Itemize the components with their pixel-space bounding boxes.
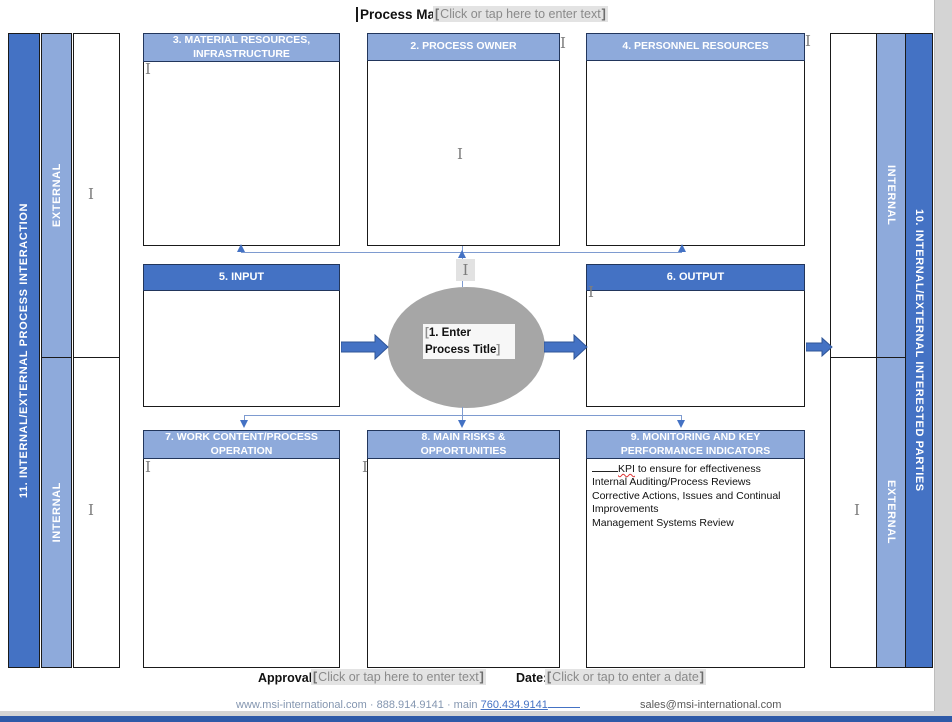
blank-underline bbox=[592, 462, 618, 472]
box-process-owner-header: 2. PROCESS OWNER bbox=[367, 33, 560, 61]
box-input-body[interactable] bbox=[143, 291, 340, 407]
right-panel-internal-label: INTERNAL bbox=[885, 165, 897, 226]
monitoring-line: Corrective Actions, Issues and Continual… bbox=[592, 489, 781, 516]
page-margin-right bbox=[934, 0, 952, 711]
right-panel-internal-entry-cell[interactable] bbox=[830, 33, 877, 358]
ibeam-cursor: I bbox=[457, 145, 463, 163]
ibeam-cursor: I bbox=[854, 501, 860, 519]
arrowhead-to-owner bbox=[458, 250, 466, 258]
ibeam-cursor: I bbox=[560, 34, 566, 52]
left-panel-external-label: EXTERNAL bbox=[50, 163, 63, 228]
arrowhead-to-monitoring bbox=[677, 420, 685, 428]
footer-contact: www.msi-international.com · 888.914.9141… bbox=[236, 699, 580, 711]
arrowhead-to-personnel bbox=[678, 244, 686, 252]
ibeam-cursor: I bbox=[362, 458, 368, 476]
box-risks-body[interactable] bbox=[367, 459, 560, 668]
connector-bottom-horizontal bbox=[245, 415, 682, 416]
flow-arrow-output-to-parties bbox=[806, 337, 833, 357]
connector-stub-work bbox=[244, 415, 245, 421]
footer-email: sales@msi-international.com bbox=[640, 699, 782, 711]
process-title-field[interactable]: 1. Enter Process Title bbox=[423, 324, 515, 360]
box-monitoring-header: 9. MONITORING AND KEY PERFORMANCE INDICA… bbox=[586, 430, 805, 459]
box-output-body[interactable] bbox=[586, 291, 805, 407]
box-risks: 8. MAIN RISKS & OPPORTUNITIES bbox=[367, 430, 560, 668]
kpi-word: KPI bbox=[618, 463, 635, 475]
ibeam-cursor: I bbox=[88, 185, 94, 203]
right-panel-external-label-cell: EXTERNAL bbox=[876, 357, 906, 668]
footer-phone-link[interactable]: 760.434.9141 bbox=[480, 699, 548, 711]
box-work-content-header: 7. WORK CONTENT/PROCESS OPERATION bbox=[143, 430, 340, 459]
left-panel-external-label-cell: EXTERNAL bbox=[41, 33, 72, 358]
underline-extension bbox=[547, 699, 580, 708]
ibeam-cursor: I bbox=[805, 32, 811, 50]
flow-arrow-input-to-process bbox=[341, 334, 389, 360]
process-map-label: Process Map: bbox=[360, 7, 448, 22]
left-panel-title-bar: 11. INTERNAL/EXTERNAL PROCESS INTERACTIO… bbox=[8, 33, 40, 668]
box-work-content-body[interactable] bbox=[143, 459, 340, 668]
box-input-header: 5. INPUT bbox=[143, 264, 340, 291]
box-output: 6. OUTPUT bbox=[586, 264, 805, 407]
box-monitoring-body[interactable]: KPI to ensure for effectiveness Internal… bbox=[586, 459, 805, 668]
box-personnel-resources-body[interactable] bbox=[586, 61, 805, 246]
monitoring-line: Management Systems Review bbox=[592, 516, 734, 529]
ibeam-cursor: I bbox=[588, 283, 594, 301]
box-material-resources-body[interactable] bbox=[143, 62, 340, 246]
right-panel-title-bar: 10. INTERNAL/EXTERNAL INTERESTED PARTIES bbox=[905, 33, 933, 668]
ibeam-cursor: I bbox=[462, 260, 469, 279]
process-map-placeholder-field[interactable]: Click or tap here to enter text bbox=[433, 6, 608, 22]
window-edge-strip bbox=[0, 716, 952, 722]
box-output-header: 6. OUTPUT bbox=[586, 264, 805, 291]
right-panel-title: 10. INTERNAL/EXTERNAL INTERESTED PARTIES bbox=[913, 209, 925, 492]
approval-placeholder-field[interactable]: Click or tap here to enter text bbox=[311, 669, 486, 685]
box-work-content: 7. WORK CONTENT/PROCESS OPERATION bbox=[143, 430, 340, 668]
box-risks-header: 8. MAIN RISKS & OPPORTUNITIES bbox=[367, 430, 560, 459]
document-page: Process Map: Click or tap here to enter … bbox=[0, 0, 934, 711]
approval-label: Approval: bbox=[258, 671, 317, 685]
ibeam-cursor: I bbox=[145, 60, 151, 78]
date-placeholder-field[interactable]: Click or tap to enter a date bbox=[545, 669, 706, 685]
ibeam-cursor: I bbox=[88, 501, 94, 519]
page-margin-bottom bbox=[0, 711, 952, 716]
left-panel-external-entry-cell[interactable] bbox=[73, 33, 120, 358]
right-panel-external-label: EXTERNAL bbox=[885, 480, 897, 545]
text-caret bbox=[356, 7, 358, 22]
monitoring-content: KPI to ensure for effectiveness Internal… bbox=[587, 459, 804, 530]
date-label: Date: bbox=[516, 671, 548, 685]
flow-arrow-process-to-output bbox=[544, 334, 588, 360]
monitoring-line-kpi: KPI to ensure for effectiveness bbox=[592, 462, 799, 476]
connector-process-to-risks bbox=[462, 407, 463, 422]
box-input: 5. INPUT bbox=[143, 264, 340, 407]
box-monitoring: 9. MONITORING AND KEY PERFORMANCE INDICA… bbox=[586, 430, 805, 668]
footer-contact-text: www.msi-international.com · 888.914.9141… bbox=[236, 699, 478, 711]
left-panel-title: 11. INTERNAL/EXTERNAL PROCESS INTERACTIO… bbox=[18, 202, 30, 499]
arrowhead-to-risks bbox=[458, 420, 466, 428]
selection-highlight: I bbox=[456, 259, 475, 281]
monitoring-line: Internal Auditing/Process Reviews bbox=[592, 476, 751, 489]
box-material-resources-header: 3. MATERIAL RESOURCES, INFRASTRUCTURE bbox=[143, 33, 340, 62]
box-process-owner: 2. PROCESS OWNER bbox=[367, 33, 560, 246]
kpi-rest: to ensure for effectiveness bbox=[634, 463, 761, 475]
left-panel-internal-entry-cell[interactable] bbox=[73, 357, 120, 668]
connector-stub-monitoring bbox=[681, 415, 682, 421]
arrowhead-to-material bbox=[237, 244, 245, 252]
box-personnel-resources-header: 4. PERSONNEL RESOURCES bbox=[586, 33, 805, 61]
arrowhead-to-work bbox=[240, 420, 248, 428]
right-panel-internal-label-cell: INTERNAL bbox=[876, 33, 906, 358]
box-material-resources: 3. MATERIAL RESOURCES, INFRASTRUCTURE bbox=[143, 33, 340, 246]
left-panel-internal-label: INTERNAL bbox=[50, 482, 63, 543]
left-panel-internal-label-cell: INTERNAL bbox=[41, 357, 72, 668]
box-personnel-resources: 4. PERSONNEL RESOURCES bbox=[586, 33, 805, 246]
box-process-owner-body[interactable] bbox=[367, 61, 560, 246]
ibeam-cursor: I bbox=[145, 458, 151, 476]
